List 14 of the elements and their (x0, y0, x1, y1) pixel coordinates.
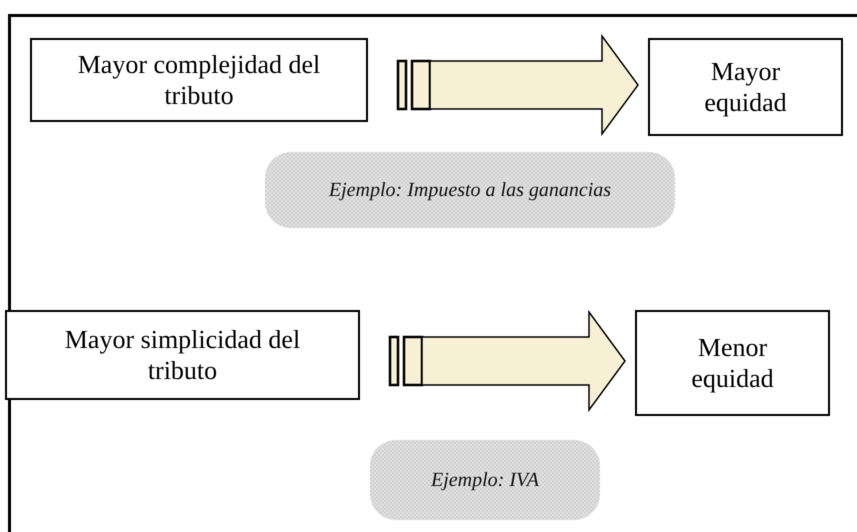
block-arrow (429, 34, 639, 136)
example-text: Ejemplo: IVA (431, 468, 539, 492)
box-label: Mayor equidad (703, 56, 788, 118)
example-text: Ejemplo: Impuesto a las ganancias (328, 178, 612, 202)
example-pill (265, 152, 675, 228)
box-label: Mayor simplicidad del tributo (64, 324, 302, 386)
process-box (635, 310, 830, 416)
box-label: Mayor complejidad del tributo (76, 48, 322, 112)
process-box (30, 38, 368, 122)
block-arrow (421, 310, 626, 412)
process-box (648, 38, 843, 136)
example-pill (370, 440, 600, 520)
box-label: Menor equidad (690, 332, 775, 394)
process-box (5, 310, 360, 400)
